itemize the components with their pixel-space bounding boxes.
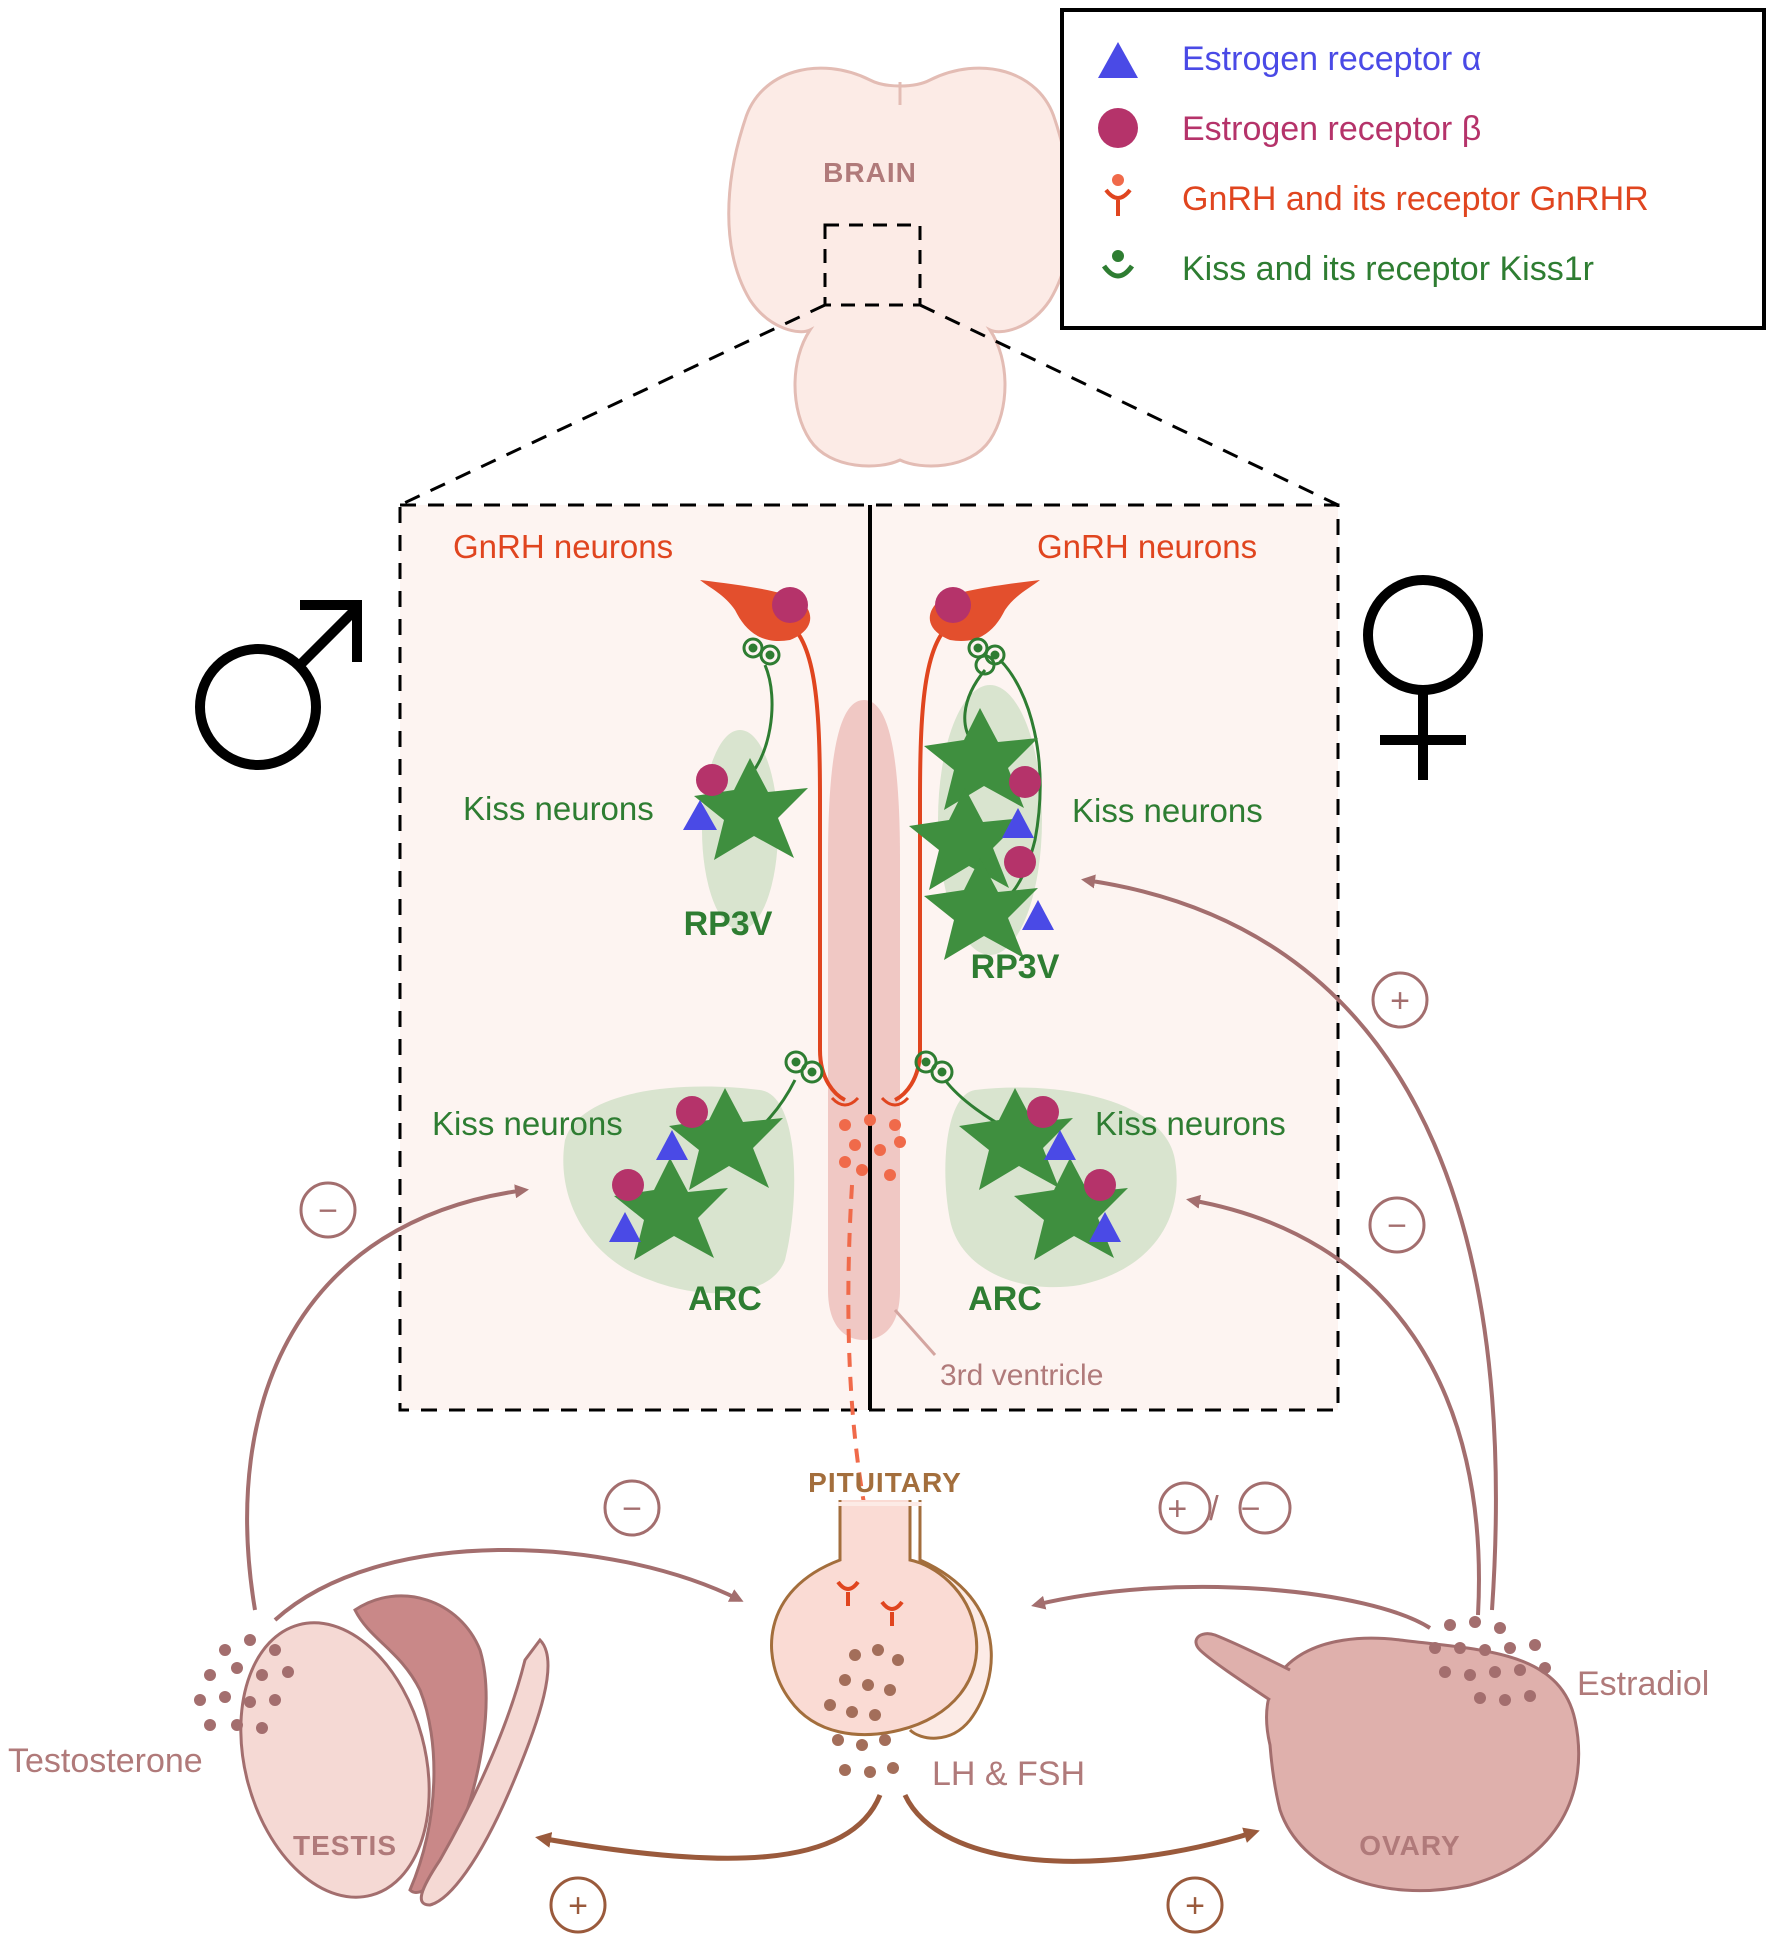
testosterone-to-arc-arrow	[245, 1184, 529, 1611]
sign-estradiol-pituitary: +/−	[1158, 1481, 1292, 1535]
sign-testosterone-arc: −	[299, 1181, 357, 1239]
male-arc-er-alpha-icon-1	[656, 1130, 688, 1160]
estradiol-label: Estradiol	[1577, 1665, 1709, 1703]
male-arc-er-alpha-icon-2	[609, 1212, 641, 1242]
pituitary-to-ovary-arrow	[902, 1793, 1260, 1864]
legend-item-er-alpha: Estrogen receptor α	[1182, 40, 1481, 78]
ventricle-pointer	[893, 1309, 937, 1356]
female-arc-er-alpha-icon-2	[1089, 1212, 1121, 1242]
legend-item-er-beta: Estrogen receptor β	[1182, 110, 1481, 148]
sign-estradiol-arc: −	[1368, 1196, 1426, 1254]
zoom-line-right	[919, 303, 1339, 507]
male-gnrh-axon	[783, 618, 846, 1102]
estradiol-to-rp3v-arrow	[1081, 874, 1498, 1611]
svg-text:−: −	[622, 1490, 642, 1528]
gnrhr-receptor-icons	[836, 1580, 904, 1626]
male-symbol-icon	[195, 600, 362, 770]
male-gnrh-label: GnRH neurons	[453, 528, 673, 565]
gnrh-receptor-icon	[1104, 174, 1132, 216]
svg-text:−: −	[1387, 1207, 1407, 1245]
female-rp3v-er-alpha-icon-2	[1022, 900, 1054, 930]
male-kiss-upper-label: Kiss neurons	[463, 790, 654, 827]
female-gnrh-axon	[894, 618, 957, 1102]
male-arc-label: ARC	[688, 1280, 762, 1318]
female-symbol-icon	[1363, 575, 1483, 780]
lh-fsh-label: LH & FSH	[932, 1755, 1085, 1793]
brain-label: BRAIN	[823, 157, 917, 188]
legend-item-gnrh: GnRH and its receptor GnRHR	[1182, 180, 1649, 218]
legend-item-kiss: Kiss and its receptor Kiss1r	[1182, 250, 1594, 288]
zoom-line-left	[399, 303, 826, 507]
ventricle-label: 3rd ventricle	[940, 1359, 1103, 1392]
third-ventricle	[828, 700, 900, 1340]
female-arc-er-alpha-icon-1	[1044, 1130, 1076, 1160]
sign-testosterone-pituitary: −	[603, 1479, 661, 1537]
female-rp3v-er-alpha-icon-1	[1002, 808, 1034, 838]
male-rp3v-er-alpha-icon	[683, 800, 717, 830]
pituitary-gland	[770, 1500, 993, 1740]
testosterone-dots	[194, 1634, 294, 1734]
svg-text:+: +	[1390, 982, 1410, 1020]
male-kiss-lower-label: Kiss neurons	[432, 1105, 623, 1142]
blue-triangle-icon	[1098, 42, 1138, 78]
female-kiss1r-cluster-icon	[967, 637, 1006, 676]
magenta-circle-icon	[1098, 108, 1138, 148]
female-gnrh-er-beta-icon	[935, 587, 971, 623]
gnrh-release-dots	[830, 1096, 910, 1181]
male-rp3v-er-beta-icon	[696, 764, 728, 796]
svg-text:+: +	[568, 1887, 588, 1925]
sign-pituitary-ovary: +	[1166, 1876, 1224, 1934]
female-rp3v-er-beta-icon-2	[1004, 846, 1036, 878]
testosterone-to-pituitary-arrow	[273, 1547, 744, 1622]
legend-box: Estrogen receptor α Estrogen receptor β …	[1060, 8, 1766, 330]
brain-outline: BRAIN	[727, 66, 1073, 468]
male-kiss1r-cluster-icon	[742, 637, 781, 666]
svg-text:+/−: +/−	[1167, 1490, 1282, 1528]
female-arc-kiss1r-cluster-icon	[914, 1050, 954, 1084]
female-arc-er-beta-icon-1	[1027, 1096, 1059, 1128]
female-kiss-upper-label: Kiss neurons	[1072, 792, 1263, 829]
estradiol-to-pituitary-arrow	[1031, 1584, 1432, 1630]
testis-organ	[239, 1594, 550, 1907]
male-arc-er-beta-icon-2	[612, 1169, 644, 1201]
lh-fsh-dots	[824, 1644, 904, 1778]
sign-pituitary-testis: +	[549, 1876, 607, 1934]
svg-text:+: +	[1185, 1887, 1205, 1925]
female-rp3v-er-beta-icon-1	[1009, 766, 1041, 798]
estradiol-dots	[1429, 1616, 1551, 1706]
testis-label: TESTIS	[293, 1830, 397, 1861]
male-arc-er-beta-icon-1	[676, 1096, 708, 1128]
ovary-label: OVARY	[1359, 1830, 1460, 1861]
female-kiss-lower-label: Kiss neurons	[1095, 1105, 1286, 1142]
svg-text:−: −	[318, 1192, 338, 1230]
sign-estradiol-rp3v: +	[1371, 971, 1429, 1029]
female-rp3v-label: RP3V	[971, 948, 1060, 986]
kiss-receptor-icon	[1101, 250, 1135, 279]
pituitary-label: PITUITARY	[808, 1467, 962, 1498]
male-rp3v-label: RP3V	[684, 905, 773, 943]
female-gnrh-label: GnRH neurons	[1037, 528, 1257, 565]
testosterone-label: Testosterone	[8, 1742, 203, 1780]
estradiol-to-arc-arrow	[1186, 1194, 1481, 1616]
male-gnrh-er-beta-icon	[772, 587, 808, 623]
pituitary-to-testis-arrow	[535, 1794, 883, 1861]
female-arc-label: ARC	[968, 1280, 1042, 1318]
male-arc-kiss1r-cluster-icon	[784, 1050, 824, 1084]
female-arc-er-beta-icon-2	[1084, 1169, 1116, 1201]
